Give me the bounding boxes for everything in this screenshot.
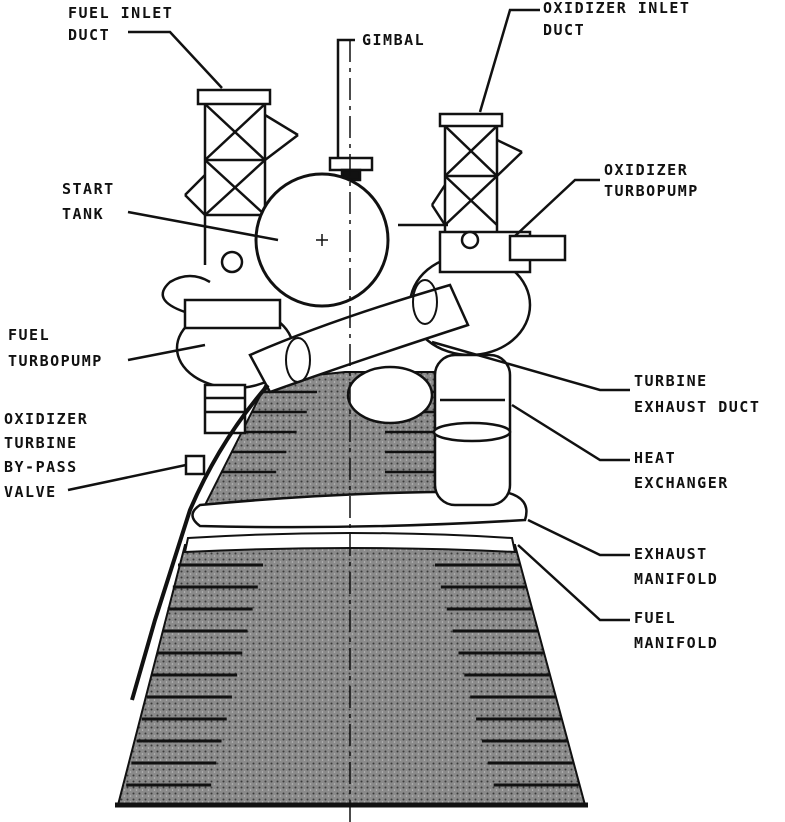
- label-fuel-manifold: FUEL MANIFOLD: [634, 609, 718, 652]
- leader-fuel-inlet-duct: [128, 30, 223, 89]
- leader-turbine-exhaust-duct: [431, 340, 630, 392]
- exhaust-duct-joints: [285, 279, 438, 383]
- heat-exchanger: [432, 353, 512, 507]
- oxidizer-turbine-bypass-valve: [184, 454, 206, 476]
- label-oxidizer-turbine-bypass-valve: OXIDIZER TURBINE BY-PASS VALVE: [4, 410, 99, 501]
- leader-oxidizer-turbopump: [514, 178, 600, 237]
- leader-fuel-manifold: [517, 544, 630, 622]
- leader-fuel-turbopump: [127, 343, 206, 362]
- label-heat-exchanger: HEAT EXCHANGER: [634, 449, 729, 492]
- oxidizer-inlet-duct: [430, 112, 523, 240]
- label-gimbal: GIMBAL: [362, 31, 425, 49]
- combustion-chamber-dome: [346, 365, 434, 425]
- label-oxidizer-inlet-duct: OXIDIZER INLET DUCT: [543, 0, 701, 39]
- label-exhaust-manifold: EXHAUST MANIFOLD: [634, 545, 718, 588]
- leader-bypass-valve: [67, 463, 187, 492]
- nozzle-cooling-tubes: [126, 563, 579, 787]
- leader-heat-exchanger: [511, 403, 630, 462]
- label-start-tank: START TANK: [62, 180, 125, 223]
- label-turbine-exhaust-duct: TURBINE EXHAUST DUCT: [634, 372, 760, 416]
- leader-lines: [67, 8, 630, 622]
- fuel-inlet-duct: [184, 88, 299, 265]
- label-fuel-inlet-duct: FUEL INLET DUCT: [68, 4, 184, 44]
- leader-oxidizer-inlet-duct: [478, 8, 540, 113]
- label-fuel-turbopump: FUEL TURBOPUMP: [8, 326, 103, 370]
- bypass-line: [130, 383, 270, 701]
- leader-exhaust-manifold: [527, 518, 630, 557]
- label-oxidizer-turbopump: OXIDIZER TURBOPUMP: [604, 161, 699, 200]
- leader-start-tank: [127, 210, 279, 242]
- start-tank-center-mark: [316, 234, 328, 246]
- leader-gimbal: [336, 38, 355, 158]
